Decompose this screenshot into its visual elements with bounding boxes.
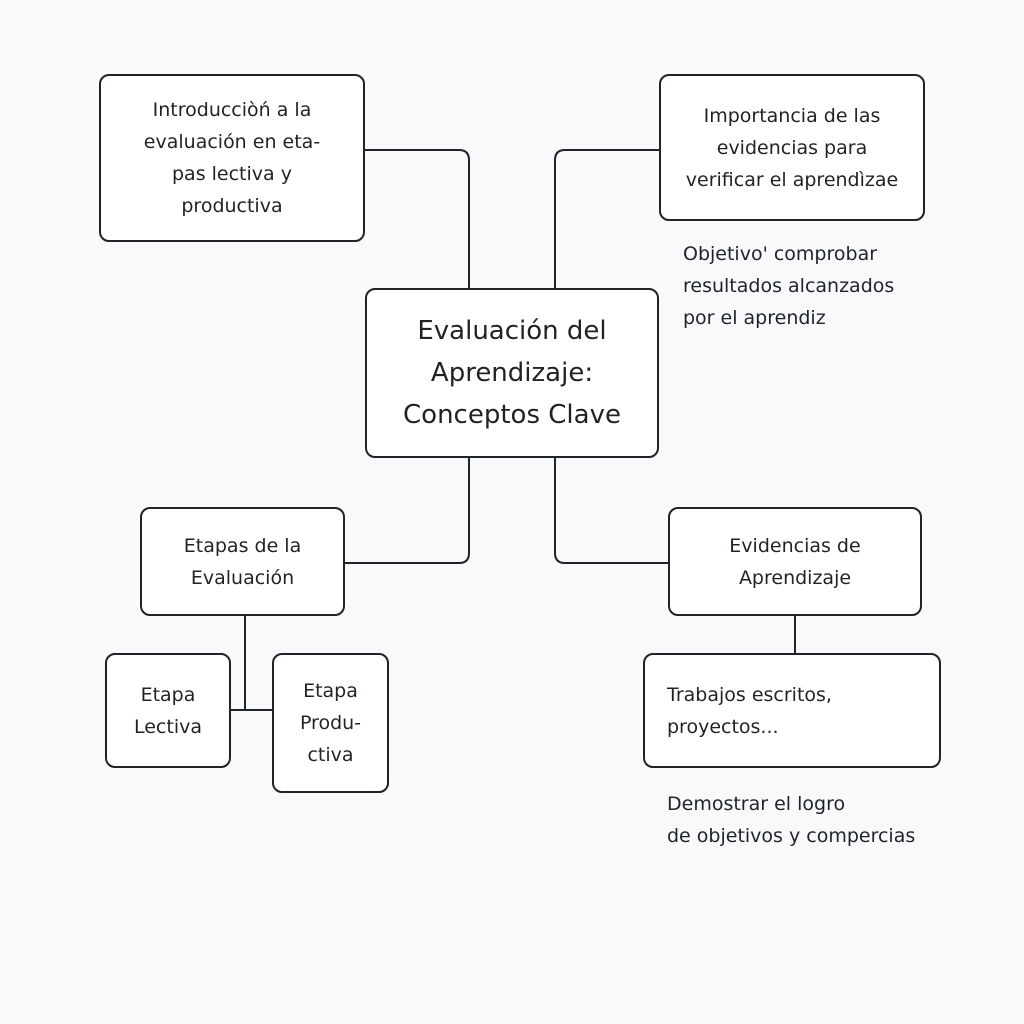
central-node: Evaluación del Aprendizaje: Conceptos Cl…	[365, 288, 659, 458]
connector-etapas	[344, 457, 470, 564]
node-importancia: Importancia de las evidencias para verif…	[659, 74, 925, 221]
node-evidencias: Evidencias de Aprendizaje	[668, 507, 922, 616]
node-intro: Introducciòń a la evaluación en eta- pas…	[99, 74, 365, 242]
node-productiva-text: Etapa Produ- ctiva	[299, 680, 362, 766]
connector-importancia	[554, 149, 659, 288]
node-trabajos-text: Trabajos escritos, proyectos...	[667, 683, 832, 738]
node-lectiva-text: Etapa Lectiva	[133, 683, 202, 738]
node-intro-text: Introducciòń a la evaluación en eta- pas…	[143, 99, 321, 217]
node-trabajos: Trabajos escritos, proyectos...	[643, 653, 941, 768]
node-lectiva: Etapa Lectiva	[105, 653, 231, 768]
note-objetivo: Objetivo' comprobar resultados alcanzado…	[683, 243, 895, 329]
connector-intro	[364, 149, 470, 288]
note-demostrar: Demostrar el logro de objetivos y comper…	[667, 793, 916, 847]
central-node-text: Evaluación del Aprendizaje: Conceptos Cl…	[403, 316, 621, 430]
node-importancia-text: Importancia de las evidencias para verif…	[685, 104, 899, 191]
node-etapas-text: Etapas de la Evaluación	[183, 534, 302, 589]
node-etapas: Etapas de la Evaluación	[140, 507, 345, 616]
node-productiva: Etapa Produ- ctiva	[272, 653, 389, 793]
connector-evidencias	[554, 457, 668, 564]
node-evidencias-text: Evidencias de Aprendizaje	[729, 534, 861, 589]
connector-stages	[230, 615, 272, 711]
